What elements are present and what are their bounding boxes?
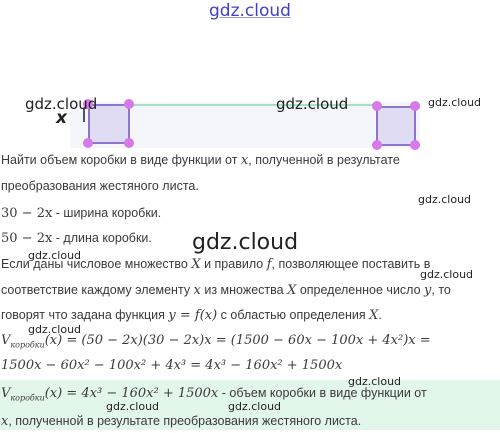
sheet-edge-line <box>130 104 375 106</box>
watermark: gdz.cloud <box>348 375 402 388</box>
watermark: gdz.cloud <box>28 249 82 262</box>
vertex-dot <box>372 101 382 111</box>
vertex-dot <box>372 140 382 150</box>
side-label-x: x <box>56 108 67 128</box>
side-tick <box>83 108 85 122</box>
result-line-2: x, полученной в результате преобразовани… <box>1 414 362 429</box>
watermark: gdz.cloud <box>420 268 474 281</box>
watermark: gdz.cloud <box>25 95 98 113</box>
watermark: gdz.cloud <box>228 400 282 413</box>
equation-line-1: Vкоробки(x) = (50 − 2x)(30 − 2x)x = (150… <box>1 333 431 350</box>
width-line: 30 − 2x - ширина коробки. <box>1 206 162 221</box>
length-line: 50 − 2x - длина коробки. <box>1 231 152 246</box>
result-line-1: Vкоробки(x) = 4x³ − 160x² + 1500x - объе… <box>1 386 427 403</box>
box-figure: x <box>0 96 500 152</box>
definition-line-3: говорят что задана функция y = f(x) с об… <box>1 308 382 323</box>
vertex-dot <box>83 99 93 109</box>
vertex-dot <box>124 138 134 148</box>
vertex-dot <box>124 99 134 109</box>
definition-line-1: Если даны числовое множество X и правило… <box>1 257 431 272</box>
result-highlight <box>0 380 500 430</box>
watermark: gdz.cloud <box>428 96 482 109</box>
vertex-dot <box>410 101 420 111</box>
watermark-top: gdz.cloud <box>209 1 291 21</box>
vertex-dot <box>410 140 420 150</box>
watermark: gdz.cloud <box>28 323 82 336</box>
corner-square-left <box>88 104 130 144</box>
corner-square-right <box>376 106 416 146</box>
watermark: gdz.cloud <box>276 95 349 113</box>
intro-line-1: Найти объем коробки в виде функции от x,… <box>1 153 400 168</box>
intro-line-2: преобразования жестяного листа. <box>1 179 199 193</box>
watermark: gdz.cloud <box>106 400 160 413</box>
definition-line-2: соответствие каждому элементу x из множе… <box>1 283 451 298</box>
watermark: gdz.cloud <box>418 193 472 206</box>
vertex-dot <box>83 138 93 148</box>
watermark-large: gdz.cloud <box>192 230 299 255</box>
equation-line-2: 1500x − 60x² − 100x² + 4x³ = 4x³ − 160x²… <box>1 358 343 373</box>
